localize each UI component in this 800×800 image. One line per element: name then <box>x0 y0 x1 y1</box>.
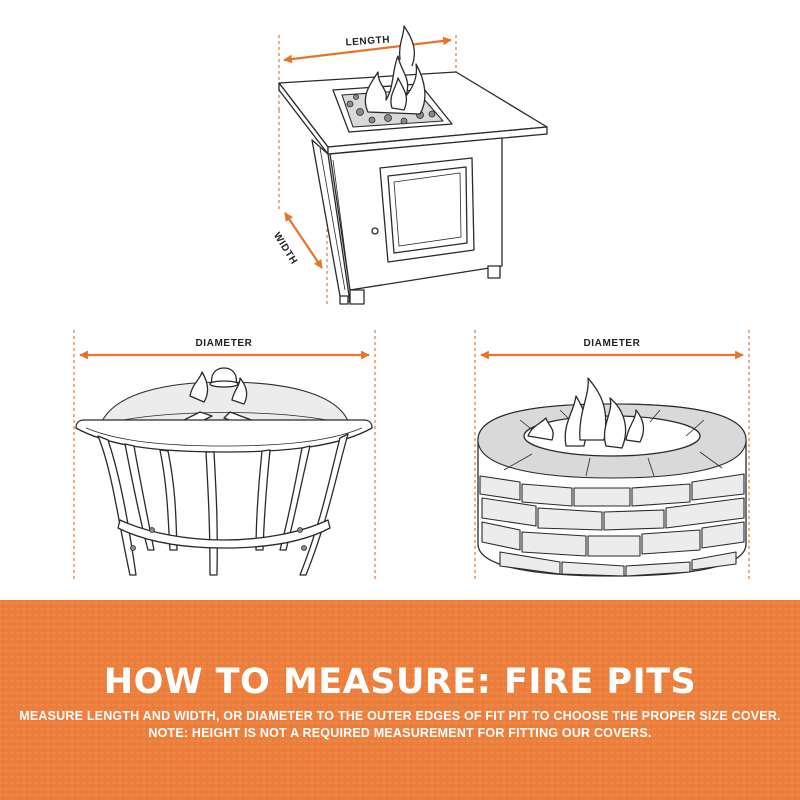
cabinet-door-panel <box>387 166 468 254</box>
page-title: HOW TO MEASURE: FIRE PITS <box>103 662 697 702</box>
instruction-banner <box>0 600 800 800</box>
table-leg-back-left <box>339 295 349 305</box>
rim-inner-line <box>85 427 363 447</box>
diameter-label-right: DIAMETER <box>583 338 640 349</box>
note-text: NOTE: HEIGHT IS NOT A REQUIRED MEASUREME… <box>148 726 652 740</box>
fire-pit-illustrations: LENGTH WIDTH <box>73 25 750 580</box>
table-leg-front-right <box>487 265 501 279</box>
width-arrow <box>284 212 323 269</box>
side-corner-lines <box>319 147 351 291</box>
round-fire-bowl: DIAMETER <box>73 330 376 580</box>
bowl-lower-ring <box>117 519 331 549</box>
stone-rows <box>479 473 745 577</box>
bowl-rim <box>75 419 373 453</box>
square-fire-table: LENGTH WIDTH <box>271 25 548 305</box>
ring-bolt-4 <box>301 545 307 551</box>
stone-ring-fire-pit: DIAMETER <box>474 330 750 580</box>
ring-bolt-3 <box>130 545 136 551</box>
screen-handle-ring <box>210 367 238 385</box>
stone-pit-flames-icon <box>527 377 645 449</box>
table-leg-front-left <box>349 289 365 305</box>
table-flames-icon <box>364 25 426 115</box>
door-knob <box>371 227 379 235</box>
diameter-label-left: DIAMETER <box>195 338 252 349</box>
length-arrow <box>283 36 452 64</box>
length-label: LENGTH <box>345 34 390 48</box>
screen-handle-base <box>209 380 239 388</box>
banner-background <box>0 600 800 800</box>
cabinet-door-inset <box>393 172 462 247</box>
ring-bolt-1 <box>149 527 155 533</box>
ring-bolt-2 <box>297 527 303 533</box>
bowl-legs <box>97 433 349 576</box>
table-top-edge-front <box>327 126 548 155</box>
instruction-text: MEASURE LENGTH AND WIDTH, OR DIAMETER TO… <box>19 709 781 723</box>
width-label: WIDTH <box>271 231 299 267</box>
